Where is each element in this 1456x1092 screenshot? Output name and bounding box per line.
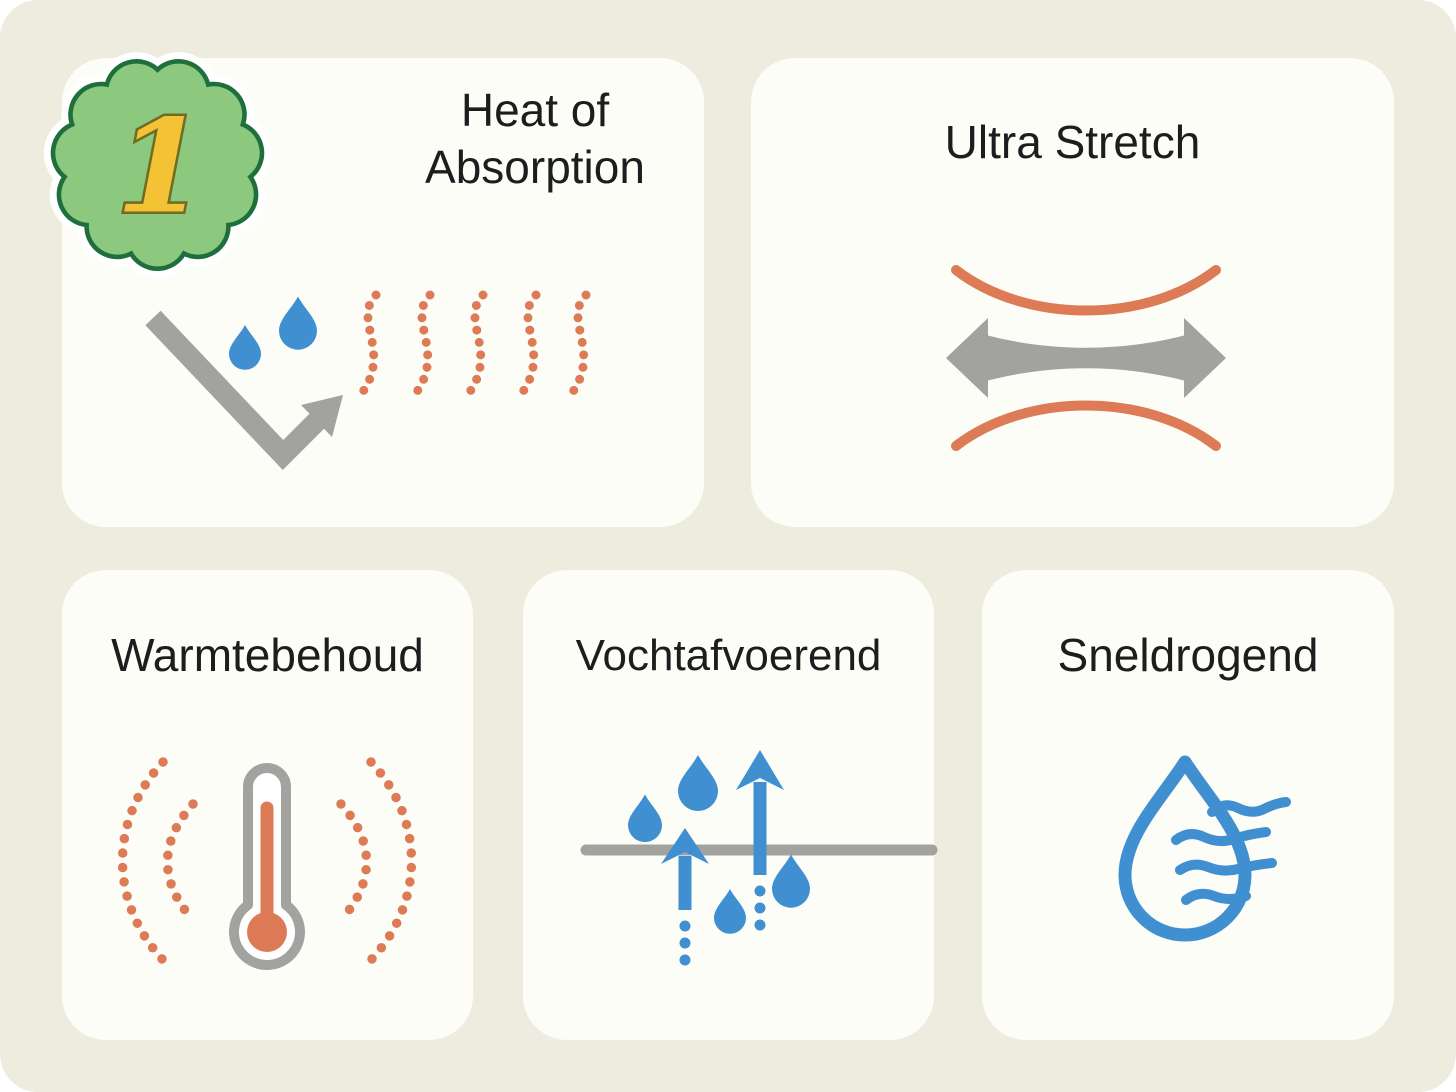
water-drop-small (229, 325, 261, 370)
water-drop-large (279, 296, 317, 350)
wicking-arrow-tall (736, 750, 784, 948)
badge-number: 1 (116, 91, 205, 242)
steam-dotted-waves (357, 290, 591, 398)
drop-below-small (714, 889, 746, 934)
drop-above-large (678, 755, 718, 811)
stretch-double-arrow (946, 318, 1226, 398)
card-title-vochtafvoerend: Vochtafvoerend (575, 631, 882, 680)
card-title-ultra-stretch: Ultra Stretch (944, 116, 1201, 168)
scalloped-flower-badge-icon (43, 52, 272, 278)
moisture-wicking-drops-arrows-icon (580, 750, 938, 983)
moisture-to-heat-arrow-steam-icon (145, 290, 591, 471)
heat-waves-right (336, 757, 417, 965)
wicking-arrow-short (661, 828, 709, 983)
deflect-arrow-shaft (145, 310, 329, 471)
title-line-1: Heat of (460, 84, 610, 136)
drop-below-large (772, 854, 810, 908)
water-drop-wind-quick-dry-icon (1118, 755, 1291, 942)
heat-waves-left (117, 757, 198, 965)
fabric-curve-top (951, 265, 1221, 316)
card-vochtafvoerend: Vochtafvoerend (523, 570, 938, 1040)
water-drop-outline (1118, 755, 1252, 942)
title-line-2: Absorption (425, 141, 645, 193)
step-number-badge: 1 (43, 52, 272, 278)
horizontal-stretch-double-arrow-icon (946, 265, 1226, 451)
card-sneldrogend: Sneldrogend (982, 570, 1394, 1040)
thermometer (229, 763, 305, 970)
wind-wave-lines (1171, 797, 1291, 905)
card-title-warmtebehoud: Warmtebehoud (111, 629, 424, 681)
deflect-arrow-head (301, 395, 343, 437)
thermometer-heat-retention-icon (117, 757, 417, 970)
drop-above-small (628, 794, 662, 843)
card-ultra-stretch: Ultra Stretch (751, 58, 1394, 527)
card-warmtebehoud: Warmtebehoud (62, 570, 473, 1040)
fabric-curve-bottom (951, 400, 1221, 451)
card-title-sneldrogend: Sneldrogend (1057, 629, 1319, 681)
